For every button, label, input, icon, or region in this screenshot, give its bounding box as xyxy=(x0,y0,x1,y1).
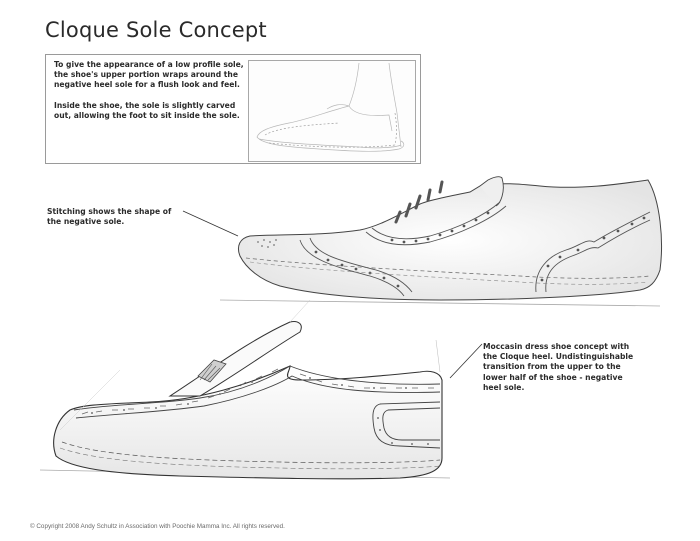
callout-moccasin: Moccasin dress shoe concept with the Clo… xyxy=(483,342,634,392)
copyright-footer: © Copyright 2008 Andy Schultz in Associa… xyxy=(30,523,285,530)
intro-box: To give the appearance of a low profile … xyxy=(45,54,421,164)
intro-paragraph-1: To give the appearance of a low profile … xyxy=(54,60,244,90)
page-title: Cloque Sole Concept xyxy=(45,18,267,42)
foot-sketch-icon xyxy=(256,62,405,152)
thumbnail-foot-sketch xyxy=(248,60,416,162)
callout-stitching: Stitching shows the shape of the negativ… xyxy=(47,207,172,227)
intro-text: To give the appearance of a low profile … xyxy=(54,60,244,131)
intro-paragraph-2: Inside the shoe, the sole is slightly ca… xyxy=(54,100,240,120)
